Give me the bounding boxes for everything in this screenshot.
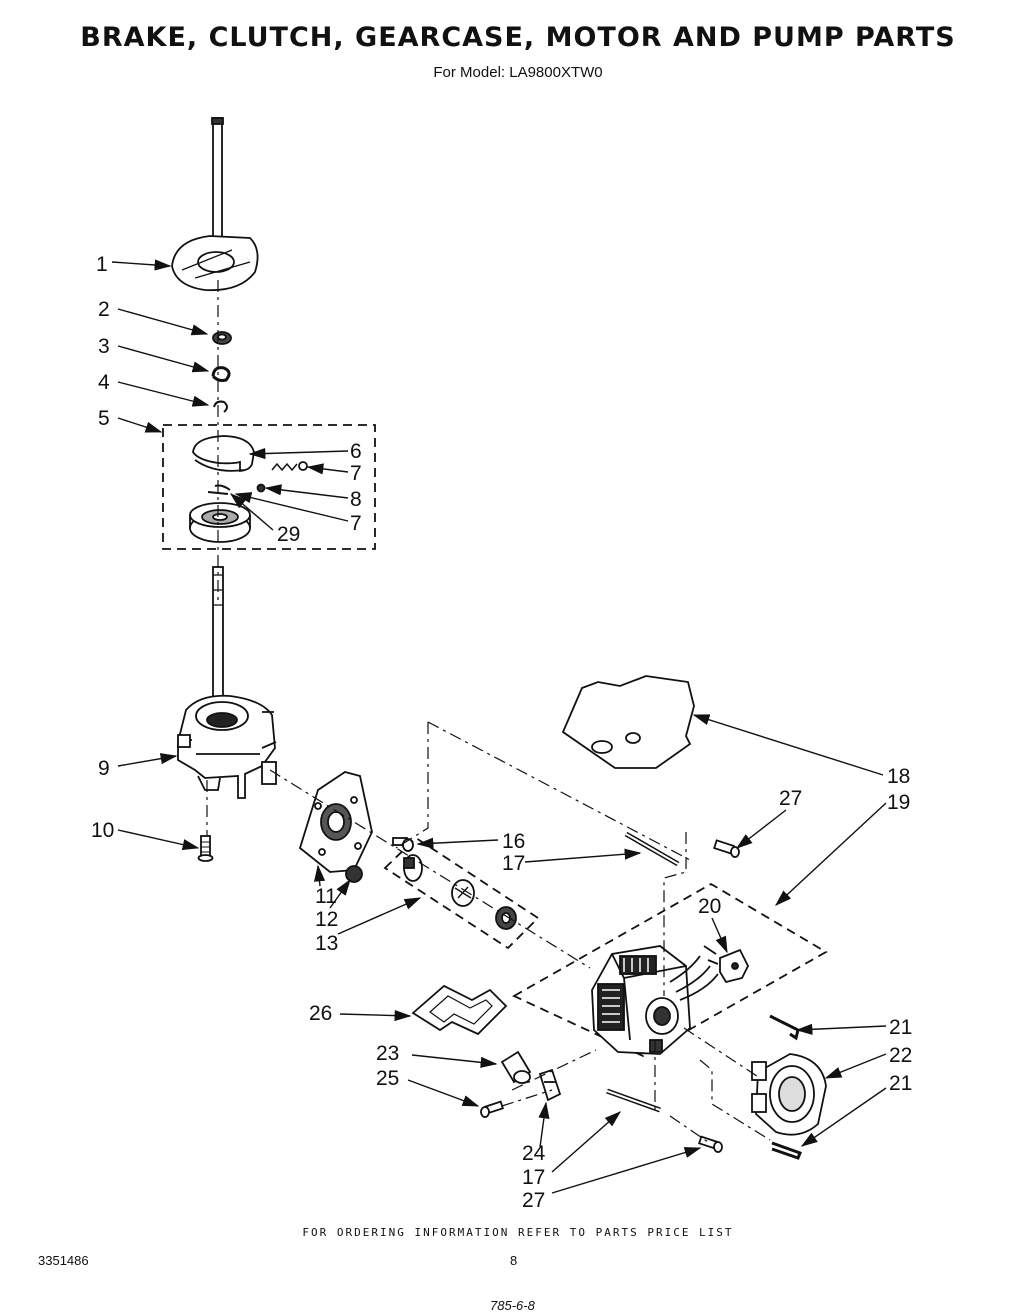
- part-5-brake-assembly-box: [162, 424, 376, 550]
- callout-27b: 27: [522, 1189, 545, 1212]
- part-27-screw-upper: [713, 839, 740, 858]
- callout-19: 19: [887, 791, 910, 814]
- callout-23: 23: [376, 1042, 399, 1065]
- part-17-pin-upper: [624, 831, 680, 867]
- callout-6: 6: [350, 440, 362, 463]
- ordering-information-note: FOR ORDERING INFORMATION REFER TO PARTS …: [302, 1226, 734, 1239]
- callout-17a: 17: [502, 852, 525, 875]
- callout-1: 1: [96, 253, 108, 276]
- part-11-mounting-plate: [298, 771, 373, 873]
- bottom-stamp: 785-6-8: [490, 1298, 535, 1313]
- callout-12: 12: [315, 908, 338, 931]
- callout-2: 2: [98, 298, 110, 321]
- callout-18: 18: [887, 765, 910, 788]
- part-23-capacitor: [500, 1050, 532, 1084]
- callout-25: 25: [376, 1067, 399, 1090]
- callout-10: 10: [91, 819, 114, 842]
- callout-4: 4: [98, 371, 110, 394]
- alignment-lines: [206, 280, 771, 1143]
- callout-16: 16: [502, 830, 525, 853]
- part-18-motor-shield-plate: [561, 675, 695, 769]
- callout-8: 8: [350, 488, 362, 511]
- callout-29: 29: [277, 523, 300, 546]
- part-4-clip: [213, 400, 228, 413]
- callout-3: 3: [98, 335, 110, 358]
- callout-26: 26: [309, 1002, 332, 1025]
- part-1-brake-cam-shaft: [171, 117, 259, 292]
- part-3-retaining-ring: [211, 366, 231, 382]
- callout-27a: 27: [779, 787, 802, 810]
- page-title: BRAKE, CLUTCH, GEARCASE, MOTOR AND PUMP …: [80, 22, 956, 53]
- callout-7a: 7: [350, 462, 362, 485]
- callout-24: 24: [522, 1142, 546, 1165]
- callout-9: 9: [98, 757, 110, 780]
- part-12-coupling-cap: [345, 865, 363, 883]
- part-22-pump: [751, 1053, 827, 1136]
- part-24-capacitor-bracket: [538, 1068, 562, 1102]
- part-7-8-spring-pin: [256, 461, 308, 493]
- coupling-pieces: [403, 854, 517, 930]
- callout-22: 22: [889, 1044, 912, 1067]
- brake-drum: [189, 502, 251, 543]
- callout-13: 13: [315, 932, 338, 955]
- callout-21b: 21: [889, 1072, 912, 1095]
- part-20-motor-switch: [703, 945, 750, 984]
- part-2-washer: [212, 331, 232, 345]
- part-26-gasket: [411, 984, 508, 1036]
- part-29-clip: [207, 484, 231, 495]
- page-number: 8: [510, 1253, 518, 1268]
- part-27-screw-lower: [698, 1135, 723, 1153]
- model-subtitle: For Model: LA9800XTW0: [433, 64, 603, 81]
- document-number: 3351486: [38, 1253, 89, 1268]
- callout-21a: 21: [889, 1016, 912, 1039]
- motor: [591, 945, 719, 1055]
- callout-7b: 7: [350, 512, 362, 535]
- part-9-gearcase: [177, 566, 277, 799]
- leader-arrows: [111, 259, 887, 1194]
- callout-labels: 1 2 3 4 5 6 7 8 7 29 9 10 11 12 13 16 17…: [91, 253, 912, 1212]
- part-25-screw: [480, 1100, 504, 1118]
- part-17-pin-lower: [606, 1088, 661, 1113]
- callout-5: 5: [98, 407, 110, 430]
- callout-11: 11: [315, 885, 337, 908]
- callout-20: 20: [698, 895, 721, 918]
- part-6-brake-band: [192, 435, 255, 472]
- part-10-bolt: [197, 835, 214, 862]
- callout-17b: 17: [522, 1166, 545, 1189]
- part-21-clip-lower: [771, 1141, 802, 1160]
- part-21-clip-upper: [769, 1014, 800, 1041]
